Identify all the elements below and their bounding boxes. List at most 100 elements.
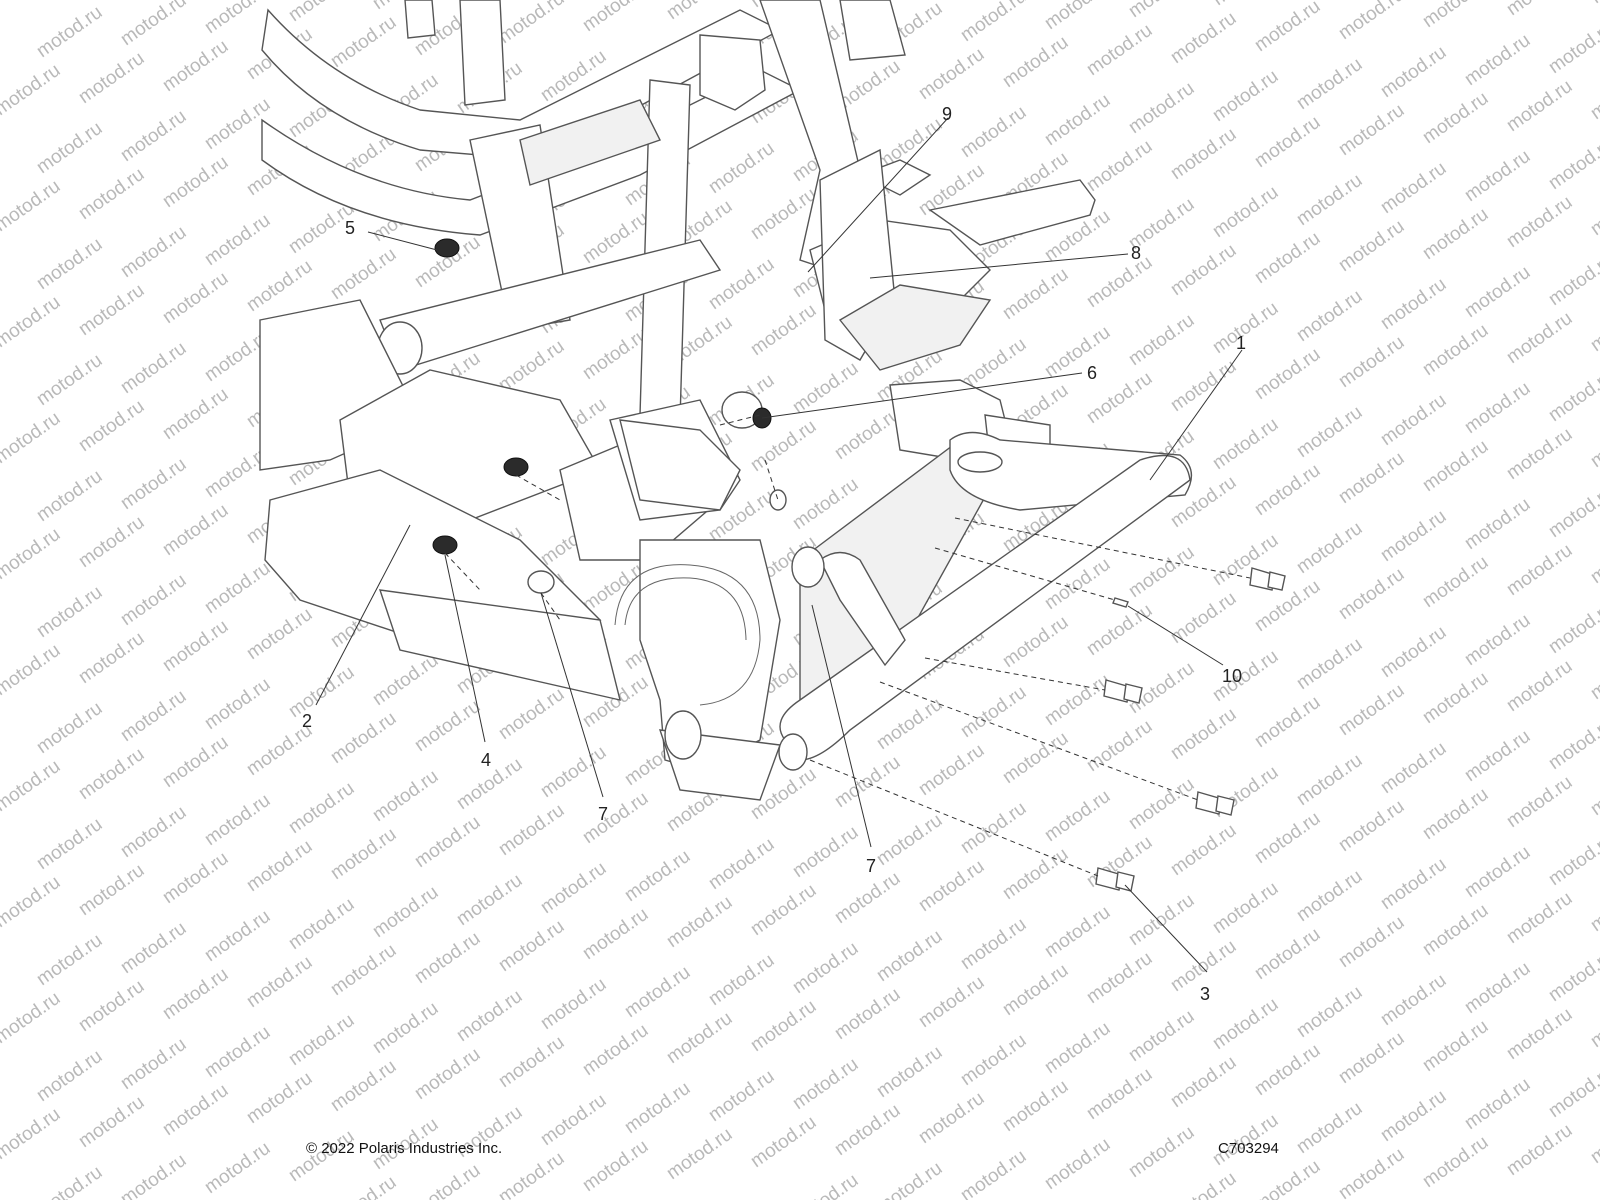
callout-9: 9 xyxy=(942,104,952,124)
watermark-text: motod.ru xyxy=(495,0,568,48)
watermark-text: motod.ru xyxy=(957,1030,1030,1090)
grommet-upper xyxy=(503,457,529,477)
watermark-text: motod.ru xyxy=(1209,66,1282,126)
callout-4: 4 xyxy=(481,750,491,770)
watermark-text: motod.ru xyxy=(1041,902,1114,962)
watermark-text: motod.ru xyxy=(1377,506,1450,566)
watermark-text: motod.ru xyxy=(789,938,862,998)
watermark-text: motod.ru xyxy=(495,916,568,976)
watermark-text: motod.ru xyxy=(621,962,694,1022)
watermark-text: motod.ru xyxy=(33,582,106,642)
watermark-text: motod.ru xyxy=(1293,286,1366,346)
watermark-text: motod.ru xyxy=(1335,216,1408,276)
watermark-text: motod.ru xyxy=(1545,1062,1600,1122)
watermark-text: motod.ru xyxy=(33,930,106,990)
watermark-text: motod.ru xyxy=(1587,296,1600,356)
watermark-text: motod.ru xyxy=(1293,54,1366,114)
watermark-text: motod.ru xyxy=(201,674,274,734)
watermark-text: motod.ru xyxy=(1377,622,1450,682)
watermark-text: motod.ru xyxy=(1251,1040,1324,1100)
watermark-text: motod.ru xyxy=(285,662,358,722)
watermark-text: motod.ru xyxy=(1335,564,1408,624)
upper-a-arm xyxy=(778,431,1193,771)
watermark-text: motod.ru xyxy=(201,0,274,38)
watermark-text: motod.ru xyxy=(1293,866,1366,926)
watermark-text: motod.ru xyxy=(285,1010,358,1070)
watermark-text: motod.ru xyxy=(327,12,400,72)
watermark-text: motod.ru xyxy=(1503,772,1576,832)
watermark-text: motod.ru xyxy=(33,1046,106,1106)
watermark-text: motod.ru xyxy=(1545,830,1600,890)
watermark-text: motod.ru xyxy=(579,1136,652,1196)
grommet-5 xyxy=(434,238,460,258)
watermark-text: motod.ru xyxy=(747,996,820,1056)
watermark-text: motod.ru xyxy=(1209,878,1282,938)
watermark-text: motod.ru xyxy=(1377,1086,1450,1146)
watermark-text: motod.ru xyxy=(0,524,64,584)
bushing-upper xyxy=(769,489,787,511)
watermark-text: motod.ru xyxy=(705,950,778,1010)
watermark-text: motod.ru xyxy=(243,256,316,316)
watermark-text: motod.ru xyxy=(1545,482,1600,542)
grommet-4 xyxy=(432,535,458,555)
watermark-text: motod.ru xyxy=(1293,1098,1366,1158)
watermark-text: motod.ru xyxy=(873,810,946,870)
watermark-text: motod.ru xyxy=(159,616,232,676)
watermark-text: motod.ru xyxy=(1587,992,1600,1052)
watermark-text: motod.ru xyxy=(75,628,148,688)
watermark-text: motod.ru xyxy=(915,972,988,1032)
watermark-text: motod.ru xyxy=(957,0,1030,46)
watermark-text: motod.ru xyxy=(411,696,484,756)
callout-labels: 1 2 3 4 5 6 7 7 8 9 10 xyxy=(302,104,1246,1004)
watermark-text: motod.ru xyxy=(411,812,484,872)
watermark-text: motod.ru xyxy=(537,1090,610,1150)
watermark-text: motod.ru xyxy=(327,940,400,1000)
watermark-text: motod.ru xyxy=(75,976,148,1036)
pin-10 xyxy=(1112,597,1129,608)
watermark-text: motod.ru xyxy=(159,732,232,792)
watermark-text: motod.ru xyxy=(1587,644,1600,704)
watermark-text: motod.ru xyxy=(1461,1074,1534,1134)
watermark-text: motod.ru xyxy=(453,870,526,930)
watermark-text: motod.ru xyxy=(999,264,1072,324)
watermark-text: motod.ru xyxy=(1461,610,1534,670)
watermark-text: motod.ru xyxy=(1251,692,1324,752)
watermark-text: motod.ru xyxy=(1335,100,1408,160)
callout-8: 8 xyxy=(1131,243,1141,263)
watermark-text: motod.ru xyxy=(873,926,946,986)
watermark-text: motod.ru xyxy=(1125,1006,1198,1066)
watermark-text: motod.ru xyxy=(1545,946,1600,1006)
watermark-text: motod.ru xyxy=(0,988,64,1048)
watermark-text: motod.ru xyxy=(999,960,1072,1020)
watermark-text: motod.ru xyxy=(831,984,904,1044)
watermark-text: motod.ru xyxy=(1083,252,1156,312)
watermark-text: motod.ru xyxy=(1587,760,1600,820)
watermark-text: motod.ru xyxy=(285,0,358,26)
watermark-text: motod.ru xyxy=(789,1054,862,1114)
watermark-text: motod.ru xyxy=(285,778,358,838)
watermark-text: motod.ru xyxy=(1335,448,1408,508)
watermark-text: motod.ru xyxy=(1461,958,1534,1018)
watermark-text: motod.ru xyxy=(1209,182,1282,242)
watermark-text: motod.ru xyxy=(1419,0,1492,32)
watermark-text: motod.ru xyxy=(957,102,1030,162)
watermark-text: motod.ru xyxy=(327,708,400,768)
watermark-text: motod.ru xyxy=(1461,378,1534,438)
watermark-text: motod.ru xyxy=(1041,322,1114,382)
watermark-text: motod.ru xyxy=(117,570,190,630)
watermark-text: motod.ru xyxy=(1293,518,1366,578)
watermark-text: motod.ru xyxy=(1125,890,1198,950)
watermark-text: motod.ru xyxy=(1167,8,1240,68)
watermark-text: motod.ru xyxy=(705,1066,778,1126)
watermark-text: motod.ru xyxy=(327,1056,400,1116)
watermark-text: motod.ru xyxy=(1083,948,1156,1008)
watermark-text: motod.ru xyxy=(1545,366,1600,426)
watermark-text: motod.ru xyxy=(117,802,190,862)
watermark-text: motod.ru xyxy=(327,1172,400,1200)
watermark-text: motod.ru xyxy=(1167,588,1240,648)
watermark-text: motod.ru xyxy=(915,740,988,800)
watermark-text: motod.ru xyxy=(1461,494,1534,554)
watermark-text: motod.ru xyxy=(117,0,190,50)
leader-lines xyxy=(315,117,1243,973)
